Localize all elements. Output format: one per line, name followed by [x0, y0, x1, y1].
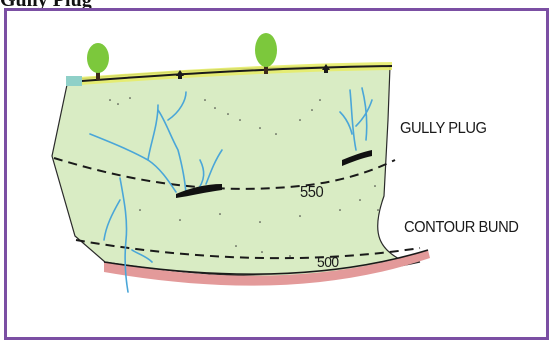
tree-icon	[87, 43, 109, 80]
contour-bund-label: CONTOUR BUND	[404, 219, 518, 237]
gully-plug-label: GULLY PLUG	[400, 120, 486, 138]
contour-550-label: 550	[300, 184, 323, 202]
top-left-patch	[66, 76, 82, 86]
contour-500-label: 500	[317, 254, 339, 271]
